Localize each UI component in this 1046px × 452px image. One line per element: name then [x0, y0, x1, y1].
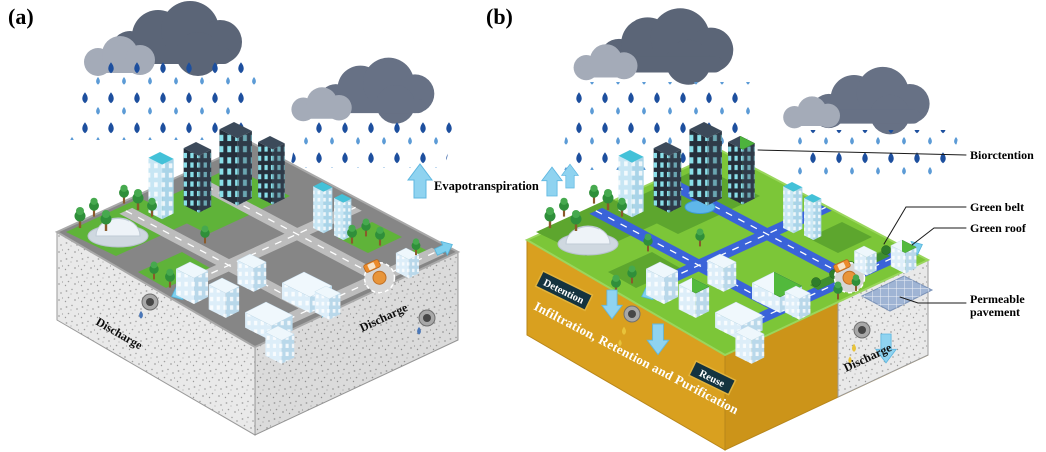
permeable-pavement-leader-line	[899, 296, 967, 304]
callouts: Biorctention Green belt Green roof Perme…	[757, 148, 1034, 319]
city-block-a: Discharge Discharge	[54, 122, 461, 436]
green-belt-leader-line	[883, 206, 967, 245]
permeable-pavement-patch	[860, 275, 934, 312]
evapotranspiration-arrow-icon	[407, 163, 433, 199]
permeable-pavement-label-line1: Permeable	[970, 292, 1025, 306]
evapotranspiration-annotation: Evapotranspiration	[407, 163, 539, 199]
rainfall-icon	[70, 62, 455, 168]
bioretention-label: Biorctention	[970, 148, 1034, 162]
pipe-icon	[141, 293, 159, 311]
green-roof-leader-line	[911, 227, 967, 246]
bioretention-leader-line	[757, 149, 967, 156]
pipe-icon	[623, 305, 641, 323]
glass-tower	[804, 194, 822, 241]
panel-b-letter: (b)	[486, 4, 513, 29]
green-roof-label: Green roof	[970, 221, 1027, 235]
city-block-b: Detention Reuse Infiltration, Retention …	[524, 122, 934, 451]
reuse-box	[687, 359, 737, 396]
green-belt-label: Green belt	[970, 200, 1024, 214]
skyscraper	[689, 122, 722, 206]
pipe-icon	[853, 321, 871, 339]
skyscraper	[653, 142, 682, 213]
skyscraper	[258, 136, 285, 205]
panel-a-conventional-city: Discharge Discharge Evapotranspiration (…	[8, 1, 539, 436]
glass-tower	[783, 182, 803, 234]
panel-b-sponge-city: Detention Reuse Infiltration, Retention …	[486, 4, 1034, 451]
pipe-icon	[418, 309, 436, 327]
skyscraper	[183, 142, 212, 213]
block-right-shade	[255, 252, 458, 435]
permeable-pavement-label-line2: pavement	[970, 305, 1020, 319]
evapotranspiration-arrow-icon	[541, 166, 563, 197]
evapotranspiration-label: Evapotranspiration	[434, 179, 539, 193]
skyscraper	[219, 122, 252, 206]
panel-a-letter: (a)	[8, 4, 34, 29]
detention-box	[534, 269, 594, 312]
glass-tower	[313, 182, 333, 234]
